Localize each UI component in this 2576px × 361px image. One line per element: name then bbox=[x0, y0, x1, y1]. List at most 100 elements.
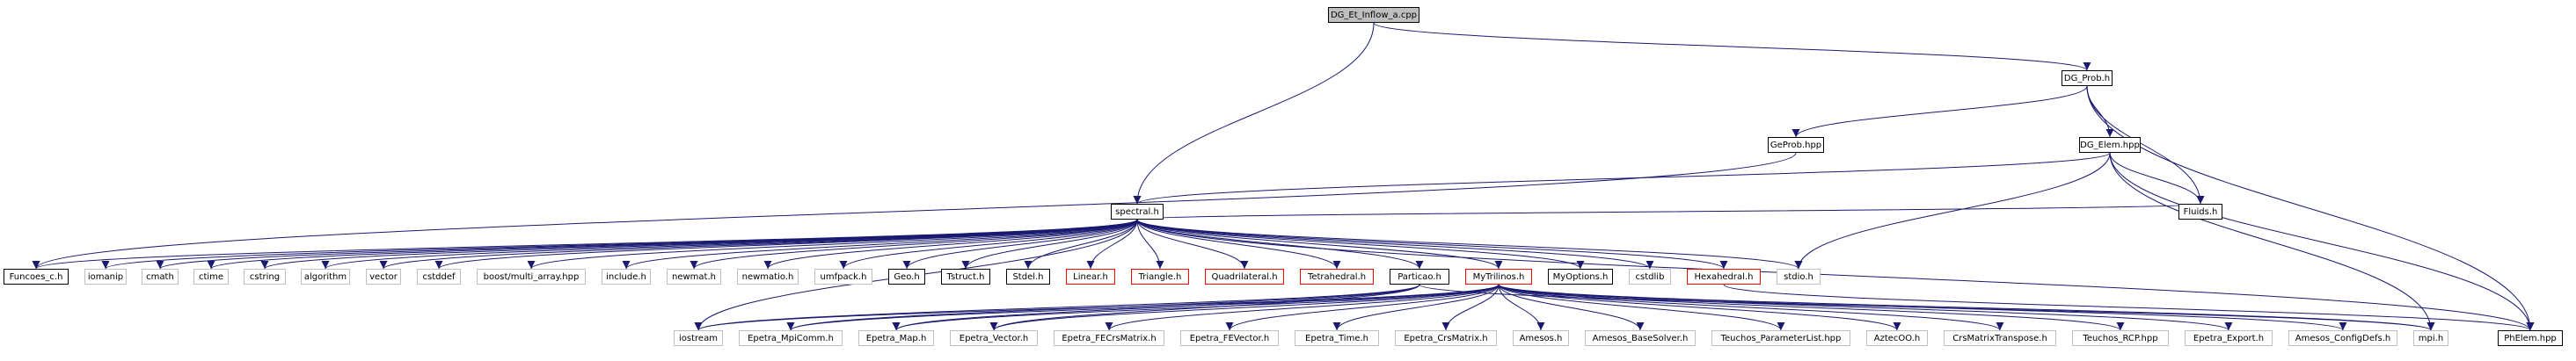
edge-spectral_h-to-cstring bbox=[260, 219, 1138, 270]
node-spectral-h[interactable]: spectral.h bbox=[1111, 204, 1164, 220]
node-crsmatrixtranspose: CrsMatrixTranspose.h bbox=[1944, 330, 2056, 346]
edge-spectral_h-to-myoptions_h bbox=[1136, 219, 1585, 270]
edge-geprob_hpp-to-funcoes_c_h bbox=[32, 152, 1797, 270]
edge-spectral_h-to-newmatio_h bbox=[763, 219, 1138, 270]
node-mpi-h: mpi.h bbox=[2413, 330, 2448, 346]
edge-dg_elem_hpp-to-stdio_h bbox=[1794, 152, 2111, 270]
node-epetra-export: Epetra_Export.h bbox=[2185, 330, 2273, 346]
edge-spectral_h-to-iomanip bbox=[101, 219, 1138, 270]
node-cstring: cstring bbox=[244, 269, 286, 285]
edge-hexahedral_h-to-phelem_hpp bbox=[1723, 284, 2535, 331]
node-newmatio-h: newmatio.h bbox=[737, 269, 799, 285]
edge-spectral_h-to-newmat_h bbox=[690, 219, 1138, 270]
edge-spectral_h-to-phelem_hpp bbox=[1136, 219, 2535, 331]
node-algorithm: algorithm bbox=[301, 269, 350, 285]
edge-mytrilinos_h-to-epetra_fevector bbox=[1225, 284, 1500, 331]
edge-dg_elem_hpp-to-fluids_h bbox=[2109, 152, 2205, 205]
edge-mytrilinos_h-to-mpi_h bbox=[1498, 284, 2435, 331]
node-iomanip: iomanip bbox=[84, 269, 127, 285]
edge-spectral_h-to-quadrilateral_h bbox=[1136, 219, 1249, 270]
node-tstruct-h[interactable]: Tstruct.h bbox=[941, 269, 990, 285]
edge-spectral_h-to-include_h bbox=[622, 219, 1138, 270]
edge-dg_elem_hpp-to-phelem_hpp bbox=[2109, 152, 2535, 331]
node-geo-h[interactable]: Geo.h bbox=[888, 269, 925, 285]
edge-spectral_h-to-linear_h bbox=[1086, 219, 1138, 270]
node-linear-h[interactable]: Linear.h bbox=[1066, 269, 1115, 285]
node-epetra-fecrsmatrix: Epetra_FECrsMatrix.h bbox=[1054, 330, 1164, 346]
node-iostream: iostream bbox=[674, 330, 723, 346]
node-epetra-mpicomm: Epetra_MpiComm.h bbox=[739, 330, 843, 346]
node-funcoes-c-h[interactable]: Funcoes_c.h bbox=[4, 269, 69, 285]
edge-dg_et_inflow-to-spectral_h bbox=[1133, 22, 1375, 205]
edge-mytrilinos_h-to-amesos_h bbox=[1498, 284, 1545, 331]
edge-spectral_h-to-tstruct_h bbox=[961, 219, 1138, 270]
node-particao-h[interactable]: Particao.h bbox=[1390, 269, 1449, 285]
edge-mytrilinos_h-to-teuchos_parameterlist bbox=[1498, 284, 1785, 331]
edge-mytrilinos_h-to-epetra_fecrsmatrix bbox=[1105, 284, 1500, 331]
edge-spectral_h-to-tetrahedral_h bbox=[1136, 219, 1341, 270]
node-fluids-h[interactable]: Fluids.h bbox=[2178, 204, 2222, 220]
edge-dg_prob_h-to-dg_elem_hpp bbox=[2086, 85, 2114, 138]
node-aztecoo-h: AztecOO.h bbox=[1866, 330, 1928, 346]
node-myoptions-h[interactable]: MyOptions.h bbox=[1548, 269, 1613, 285]
edge-spectral_h-to-mytrilinos_h bbox=[1136, 219, 1503, 270]
edge-dg_prob_h-to-fluids_h bbox=[2086, 85, 2205, 205]
edge-spectral_h-to-geo_h bbox=[902, 219, 1138, 270]
edge-mytrilinos_h-to-epetra_time bbox=[1332, 284, 1500, 331]
node-teuchos-parameterlist: Teuchos_ParameterList.hpp bbox=[1711, 330, 1850, 346]
edge-mytrilinos_h-to-epetra_mpicomm bbox=[786, 284, 1500, 331]
edge-mytrilinos_h-to-amesos_basesolver bbox=[1498, 284, 1645, 331]
node-epetra-time: Epetra_Time.h bbox=[1295, 330, 1379, 346]
edge-spectral_h-to-umfpack_h bbox=[839, 219, 1138, 270]
node-phelem-hpp[interactable]: PhElem.hpp bbox=[2498, 330, 2563, 346]
node-ctime: ctime bbox=[193, 269, 229, 285]
edge-dg_elem_hpp-to-mpi_h bbox=[2109, 152, 2435, 331]
edge-spectral_h-to-stdel_h bbox=[1024, 219, 1138, 270]
edge-spectral_h-to-particao_h bbox=[1136, 219, 1424, 270]
edge-mytrilinos_h-to-teuchos_rcp bbox=[1498, 284, 2125, 331]
edge-mytrilinos_h-to-epetra_export bbox=[1498, 284, 2233, 331]
node-hexahedral-h[interactable]: Hexahedral.h bbox=[1687, 269, 1761, 285]
node-dg-prob-h[interactable]: DG_Prob.h bbox=[2062, 70, 2113, 86]
edge-mytrilinos_h-to-epetra_crsmatrix bbox=[1441, 284, 1500, 331]
edge-spectral_h-to-ctime bbox=[207, 219, 1138, 270]
edge-mytrilinos_h-to-aztecoo_h bbox=[1498, 284, 1901, 331]
node-geprob-hpp[interactable]: GeProb.hpp bbox=[1768, 137, 1824, 153]
edge-mytrilinos_h-to-epetra_map bbox=[892, 284, 1500, 331]
node-cstdlib: cstdlib bbox=[1629, 269, 1671, 285]
edge-spectral_h-to-hexahedral_h bbox=[1136, 219, 1728, 270]
edge-spectral_h-to-stdio_h bbox=[1136, 219, 1803, 270]
edge-mytrilinos_h-to-crsmatrixtranspose bbox=[1498, 284, 2004, 331]
edge-spectral_h-to-fluids_h bbox=[1136, 203, 2204, 220]
node-epetra-fevector: Epetra_FEVector.h bbox=[1180, 330, 1279, 346]
edge-mytrilinos_h-to-iostream bbox=[694, 284, 1500, 331]
node-mytrilinos-h[interactable]: MyTrilinos.h bbox=[1465, 269, 1532, 285]
node-cmath: cmath bbox=[142, 269, 179, 285]
node-dg-elem-hpp[interactable]: DG_Elem.hpp bbox=[2079, 137, 2141, 153]
edge-spectral_h-to-boost_multi_array bbox=[527, 219, 1138, 270]
node-epetra-crsmatrix: Epetra_CrsMatrix.h bbox=[1395, 330, 1497, 346]
node-umfpack-h: umfpack.h bbox=[814, 269, 872, 285]
edge-dg_et_inflow-to-dg_prob_h bbox=[1373, 22, 2091, 71]
node-dg-et-inflow: DG_Et_Inflow_a.cpp bbox=[1328, 7, 1419, 23]
edge-spectral_h-to-cstddef bbox=[434, 219, 1138, 270]
edge-spectral_h-to-cstdlib bbox=[1136, 219, 1654, 270]
edge-particao_h-to-epetra_map bbox=[892, 284, 1420, 331]
edge-dg_prob_h-to-phelem_hpp bbox=[2086, 85, 2535, 331]
edge-mytrilinos_h-to-amesos_configdefs bbox=[1498, 284, 2347, 331]
node-newmat-h: newmat.h bbox=[667, 269, 721, 285]
node-quadrilateral-h[interactable]: Quadrilateral.h bbox=[1205, 269, 1284, 285]
edge-spectral_h-to-algorithm bbox=[321, 219, 1138, 270]
node-amesos-configdefs: Amesos_ConfigDefs.h bbox=[2288, 330, 2397, 346]
node-tetrahedral-h[interactable]: Tetrahedral.h bbox=[1300, 269, 1374, 285]
edge-mytrilinos_h-to-epetra_vector bbox=[989, 284, 1500, 331]
node-epetra-map: Epetra_Map.h bbox=[858, 330, 934, 346]
node-stdel-h[interactable]: Stdel.h bbox=[1006, 269, 1050, 285]
node-boost-multi-array: boost/multi_array.hpp bbox=[477, 269, 586, 285]
edge-particao_h-to-iostream bbox=[694, 284, 1420, 331]
node-teuchos-rcp: Teuchos_RCP.hpp bbox=[2072, 330, 2169, 346]
node-triangle-h[interactable]: Triangle.h bbox=[1131, 269, 1189, 285]
node-amesos-basesolver: Amesos_BaseSolver.h bbox=[1585, 330, 1696, 346]
node-epetra-vector: Epetra_Vector.h bbox=[950, 330, 1038, 346]
